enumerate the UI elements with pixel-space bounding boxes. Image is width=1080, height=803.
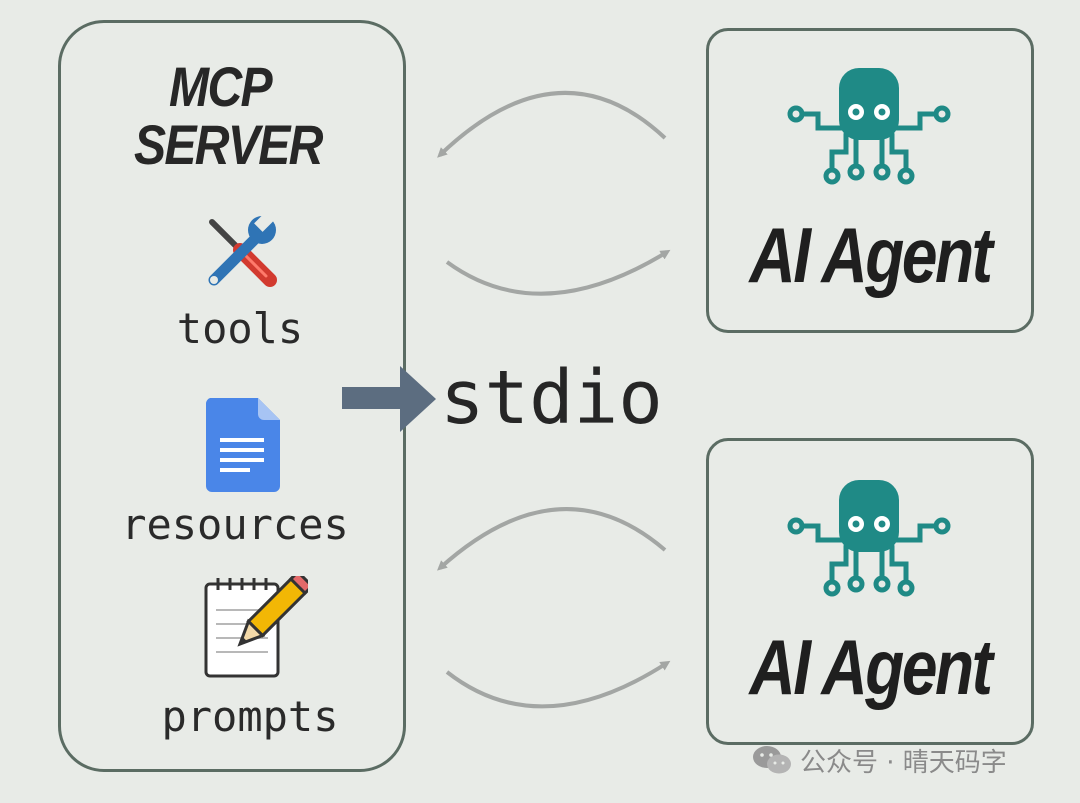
watermark: 公众号 · 晴天码字: [752, 742, 1007, 778]
arrow-server-to-agent1: [445, 249, 671, 296]
document-icon: [206, 398, 280, 492]
octopus-robot-icon: [787, 480, 951, 597]
arrow-server-to-agent2: [445, 660, 671, 709]
resources-label: resources: [121, 500, 349, 549]
arrow-agent2-to-server: [437, 507, 667, 571]
agent-panel-1: [706, 28, 1034, 333]
octopus-robot-icon: [787, 68, 951, 185]
arrow-agent1-to-server: [437, 90, 667, 158]
agent-label-2: AI Agent: [749, 623, 993, 711]
memo-pencil-icon: [204, 576, 308, 678]
stdio-label: stdio: [440, 355, 663, 441]
server-title-line1: MCP: [169, 55, 273, 118]
server-title: MCP SERVER: [134, 55, 323, 176]
watermark-text: 公众号 · 晴天码字: [800, 747, 1007, 778]
tools-label: tools: [176, 304, 304, 353]
agent-label-1: AI Agent: [749, 211, 993, 299]
prompts-label: prompts: [161, 692, 339, 741]
right-arrow-icon: [342, 366, 436, 432]
hammer-wrench-icon: [208, 212, 277, 287]
server-title-line2: SERVER: [134, 113, 323, 176]
wechat-icon: [753, 746, 791, 774]
agent-panel-2: [706, 438, 1034, 745]
